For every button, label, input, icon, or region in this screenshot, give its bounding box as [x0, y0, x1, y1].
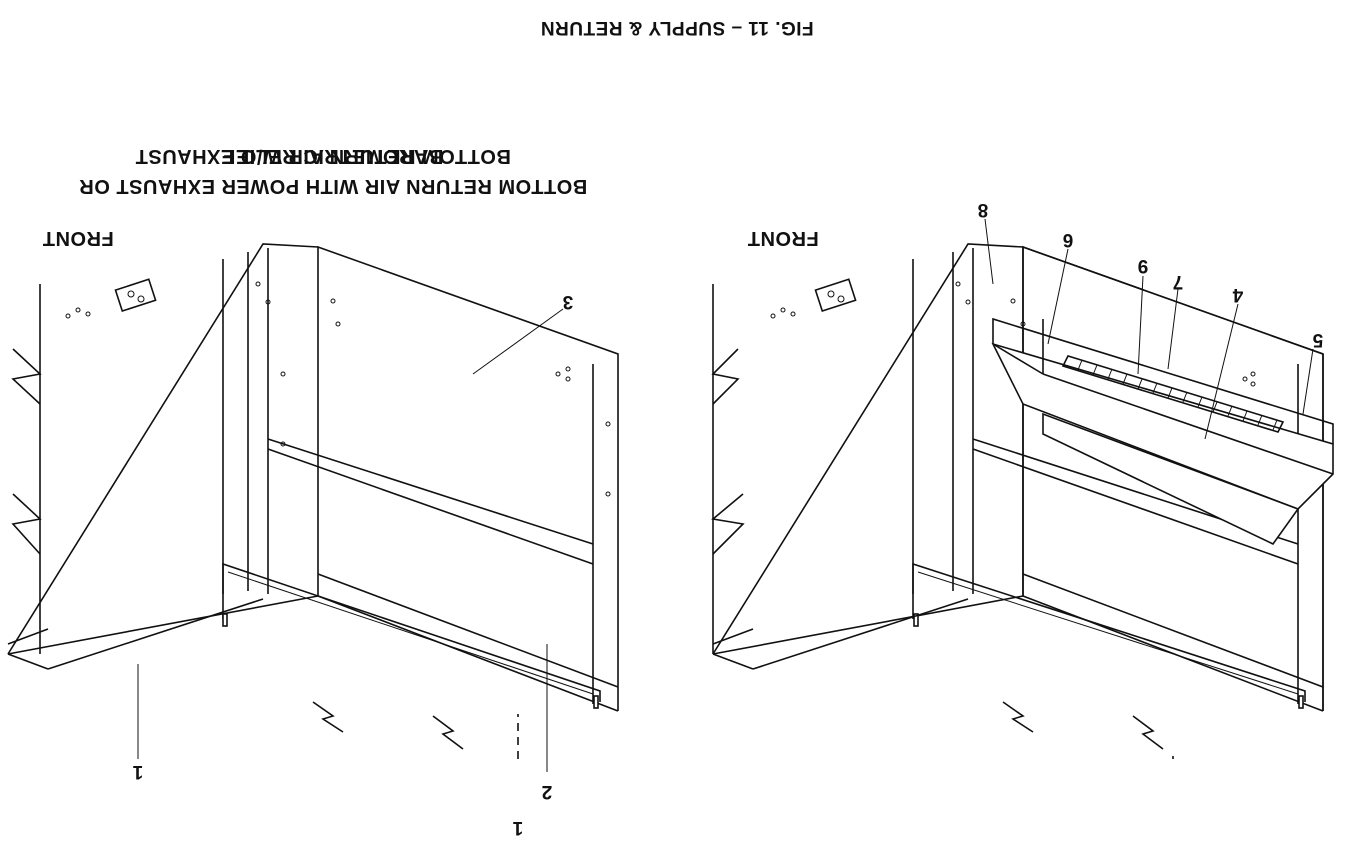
callout-4: 4: [1232, 284, 1243, 305]
view-without-exhaust: BOTTOM RETURN AIR W/O EXHAUST FRONT: [7, 145, 619, 838]
callout-7: 7: [1173, 271, 1184, 292]
callouts-right: 1 1 2 3: [132, 291, 573, 838]
callout-1b: 1: [512, 817, 523, 838]
front-label-left: FRONT: [747, 227, 818, 249]
unit-body-left: [711, 243, 1324, 759]
louver-strip: [1061, 355, 1285, 433]
exhaust-hood: [991, 317, 1334, 546]
callouts-left: 4 5 6 7 8 9: [978, 199, 1323, 440]
front-label-right: FRONT: [42, 227, 113, 249]
callout-6: 6: [1063, 229, 1074, 250]
heading-with-exhaust-line1: BOTTOM RETURN AIR WITH POWER EXHAUST OR: [79, 175, 587, 197]
callout-9: 9: [1138, 255, 1149, 276]
heading-without-exhaust: BOTTOM RETURN AIR W/O EXHAUST: [135, 145, 511, 167]
callout-8: 8: [978, 199, 989, 220]
callout-1a: 1: [132, 761, 143, 782]
callout-2: 2: [542, 781, 553, 802]
view-with-exhaust: BOTTOM RETURN AIR WITH POWER EXHAUST OR …: [79, 145, 1334, 759]
callout-3: 3: [563, 291, 574, 312]
heading-with-exhaust-line2: BAROMETRIC RELIEF: [223, 145, 444, 167]
figure-title: FIG. 11 – SUPPLY & RETURN: [540, 17, 813, 38]
unit-body-right: [7, 243, 619, 759]
callout-5: 5: [1312, 329, 1323, 350]
